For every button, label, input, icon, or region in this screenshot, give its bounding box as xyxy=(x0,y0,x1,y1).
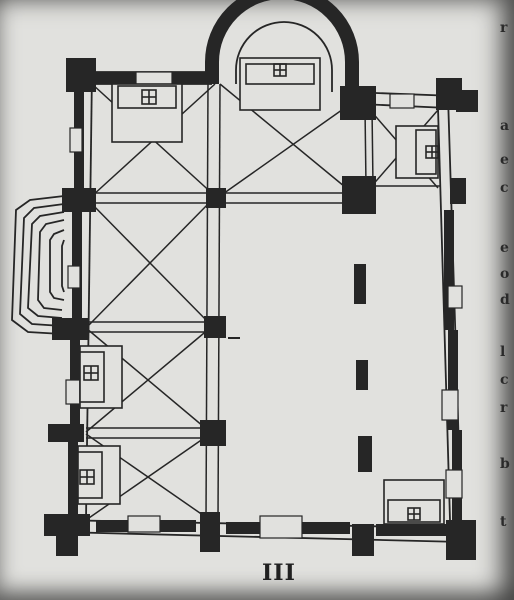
nave-pier xyxy=(356,360,368,390)
pier xyxy=(200,420,226,446)
north-window xyxy=(389,93,415,109)
margin-glyph: e xyxy=(500,152,509,168)
altar-apse xyxy=(239,57,321,111)
west-window xyxy=(65,379,81,405)
margin-glyph: d xyxy=(500,292,510,308)
altar-west-1 xyxy=(79,345,123,409)
pier xyxy=(204,316,226,338)
pier xyxy=(206,188,226,208)
south-door xyxy=(259,515,303,539)
margin-glyph: r xyxy=(500,400,508,416)
west-window xyxy=(69,127,83,153)
pier xyxy=(44,514,90,536)
margin-glyph: a xyxy=(500,118,510,134)
east-window xyxy=(447,285,463,309)
margin-glyph: r xyxy=(500,20,508,36)
figure-label: III xyxy=(262,560,296,586)
piers xyxy=(44,58,478,560)
margin-glyph: c xyxy=(500,180,509,196)
altar-west-2 xyxy=(77,445,121,505)
pier xyxy=(56,530,78,556)
west-window xyxy=(67,265,81,289)
rib-vaults xyxy=(85,83,439,521)
transverse-arches xyxy=(86,83,440,521)
tick-mark xyxy=(228,337,240,339)
margin-glyph: e xyxy=(500,240,509,256)
wall-openings xyxy=(65,71,463,539)
margin-glyph: t xyxy=(500,514,507,530)
altar-north-east xyxy=(395,125,439,179)
altars xyxy=(77,57,445,525)
pier xyxy=(450,178,466,204)
nave-pier xyxy=(358,436,372,472)
pier xyxy=(446,520,476,560)
pier xyxy=(62,188,96,212)
pier xyxy=(200,512,220,552)
south-window xyxy=(127,515,161,533)
east-window xyxy=(445,469,463,499)
pier xyxy=(342,176,376,214)
altar-south-east xyxy=(383,479,445,525)
margin-glyph: c xyxy=(500,372,509,388)
pier xyxy=(52,318,88,340)
nave-pier xyxy=(354,264,366,304)
pier xyxy=(48,424,84,442)
margin-glyph: o xyxy=(500,266,510,282)
pier xyxy=(340,86,376,120)
east-window xyxy=(441,389,459,421)
margin-glyph: b xyxy=(500,456,510,472)
margin-glyph: l xyxy=(500,344,506,360)
pier xyxy=(352,524,374,556)
apse xyxy=(205,0,359,92)
side-chapel xyxy=(11,195,65,335)
pier xyxy=(66,58,96,92)
pier xyxy=(456,90,478,112)
altar-north-aisle xyxy=(111,83,183,143)
